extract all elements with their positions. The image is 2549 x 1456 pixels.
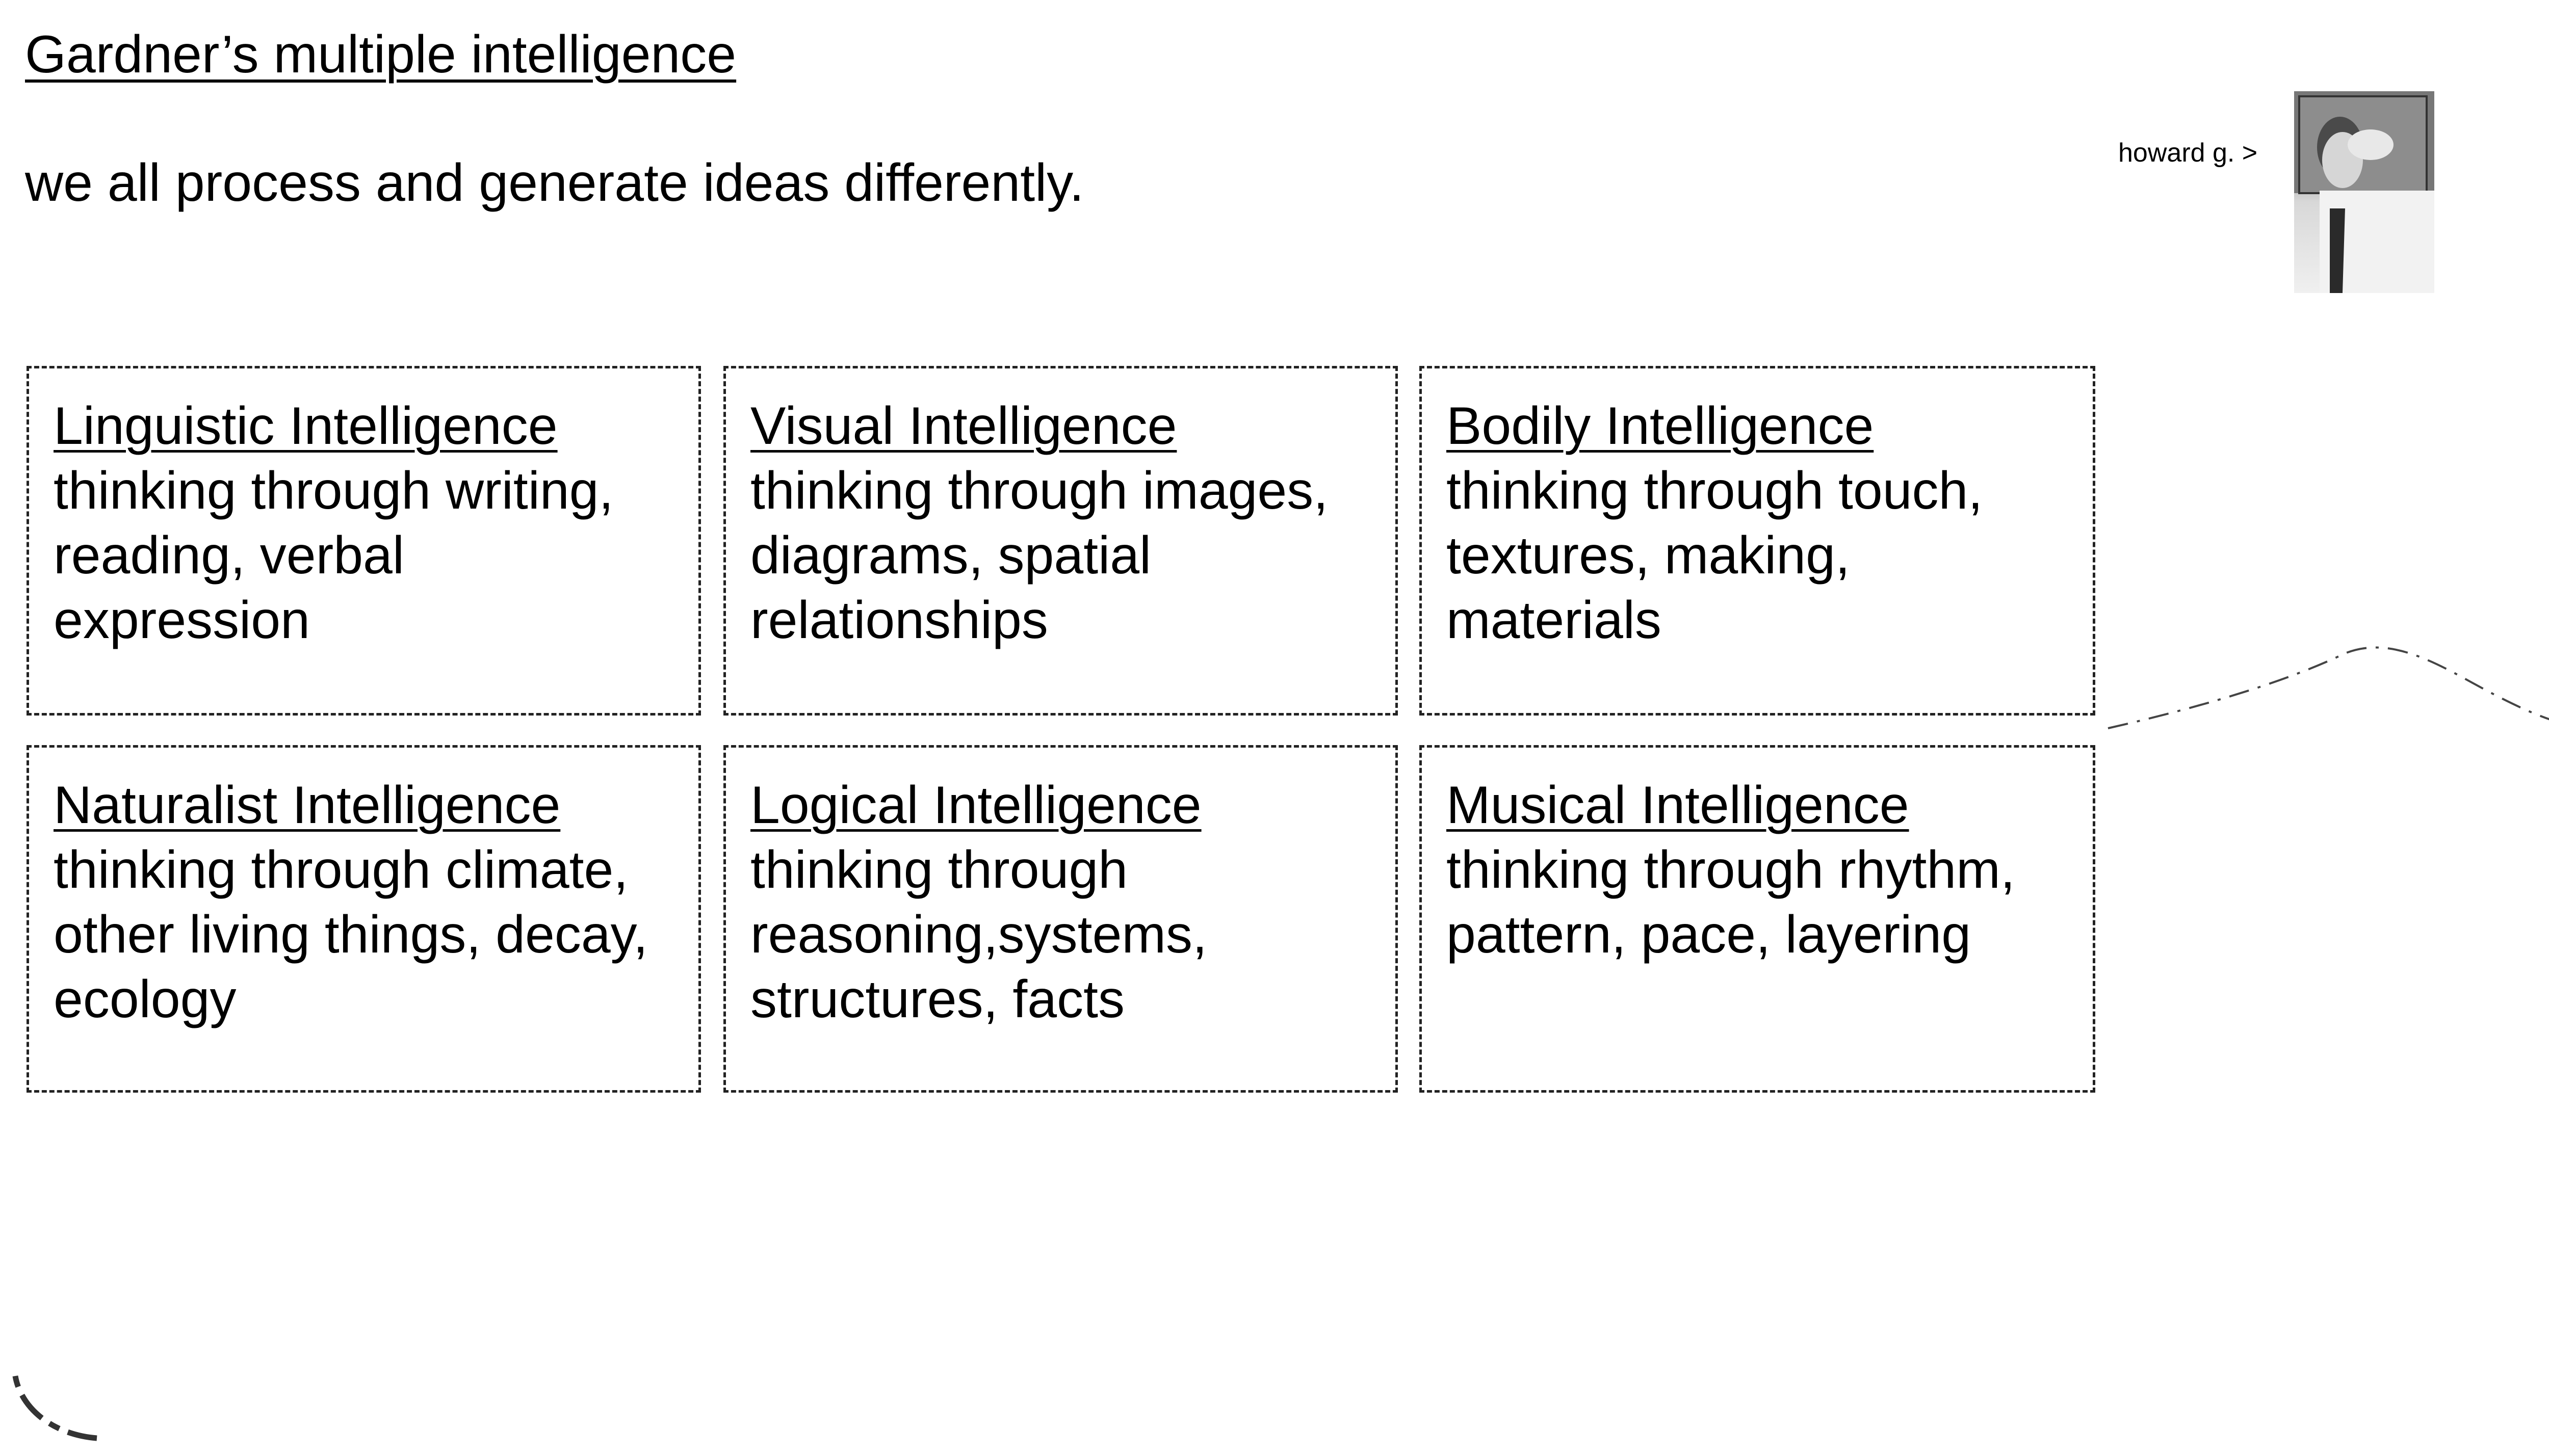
card-line: other living things, decay, [54, 905, 648, 964]
card-musical-intelligence: Musical Intelligence thinking through rh… [1419, 745, 2095, 1093]
card-line: reasoning,systems, [750, 905, 1207, 964]
subtitle: we all process and generate ideas differ… [25, 153, 1084, 213]
card-line: ecology [54, 970, 237, 1029]
card-heading: Linguistic Intelligence [54, 396, 558, 456]
card-line: thinking through climate, [54, 840, 629, 899]
dashed-arc [12, 1375, 97, 1441]
card-heading: Bodily Intelligence [1446, 396, 1874, 456]
card-line: thinking through rhythm, [1446, 840, 2015, 899]
card-heading: Musical Intelligence [1446, 776, 1909, 835]
card-line: relationships [750, 591, 1048, 650]
card-heading: Logical Intelligence [750, 776, 1202, 835]
card-line: structures, facts [750, 970, 1125, 1029]
card-line: textures, making, [1446, 526, 1850, 585]
card-linguistic-intelligence: Linguistic Intelligence thinking through… [27, 366, 701, 716]
card-line: thinking through writing, [54, 461, 614, 520]
card-line: thinking through images, [750, 461, 1329, 520]
card-line: thinking through [750, 840, 1128, 899]
card-heading: Visual Intelligence [750, 396, 1177, 456]
card-line: materials [1446, 591, 1661, 650]
card-line: thinking through touch, [1446, 461, 1983, 520]
card-logical-intelligence: Logical Intelligence thinking through re… [723, 745, 1398, 1093]
card-naturalist-intelligence: Naturalist Intelligence thinking through… [27, 745, 701, 1093]
card-heading: Naturalist Intelligence [54, 776, 561, 835]
card-bodily-intelligence: Bodily Intelligence thinking through tou… [1419, 366, 2095, 716]
card-line: reading, verbal [54, 526, 404, 585]
card-visual-intelligence: Visual Intelligence thinking through ima… [723, 366, 1398, 716]
card-line: pattern, pace, layering [1446, 905, 1971, 964]
card-line: expression [54, 591, 310, 650]
howard-gardner-photo [2294, 91, 2434, 293]
dash-dot-curve [2108, 646, 2549, 729]
card-line: diagrams, spatial [750, 526, 1152, 585]
photo-caption: howard g. > [2118, 138, 2258, 168]
page-title: Gardner’s multiple intelligence [25, 25, 737, 84]
